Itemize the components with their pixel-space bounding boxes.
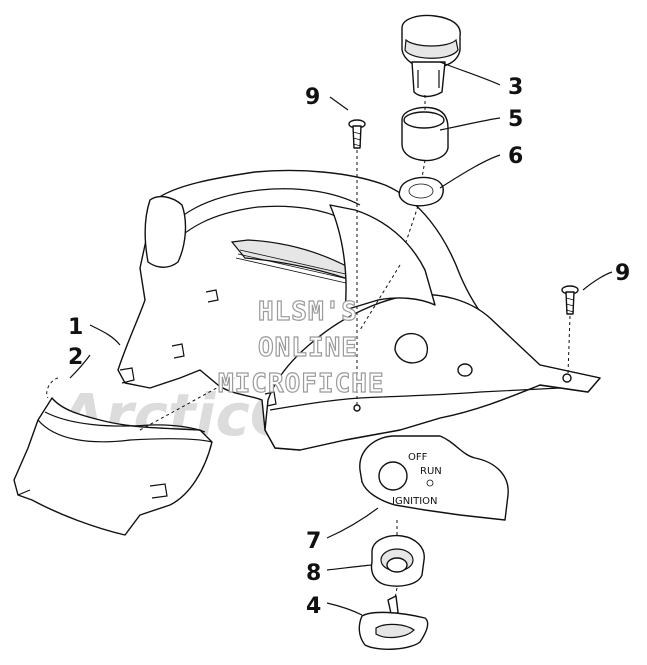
- ignition-nut: [370, 534, 425, 587]
- bezel: [401, 106, 449, 162]
- ignition-off-label: OFF: [408, 452, 428, 463]
- callout-5: 5: [508, 107, 523, 132]
- callout-3: 3: [508, 75, 523, 100]
- ignition-ignition-label: IGNITION: [392, 496, 438, 507]
- watermark-line-1: HLSM'S: [258, 297, 358, 327]
- callout-8: 8: [306, 561, 321, 586]
- watermark-line-2: ONLINE: [258, 333, 358, 363]
- callout-7: 7: [306, 529, 321, 554]
- retaining-nut: [398, 176, 444, 207]
- lower-panel: [13, 377, 236, 536]
- callout-1: 1: [68, 315, 83, 340]
- ignition-key: [358, 595, 429, 650]
- callout-9-right: 9: [615, 261, 630, 286]
- console-cover: [117, 169, 601, 451]
- callout-4: 4: [306, 594, 321, 619]
- screw-top: [348, 119, 366, 405]
- ignition-plate: OFF RUN IGNITION: [359, 435, 509, 521]
- ignition-run-label: RUN: [420, 466, 442, 477]
- watermark-line-3: MICROFICHE: [218, 369, 385, 399]
- callout-9-top: 9: [305, 85, 320, 110]
- switch-body: [401, 14, 461, 98]
- callout-2: 2: [68, 345, 83, 370]
- screw-right: [561, 285, 579, 375]
- callout-6: 6: [508, 144, 523, 169]
